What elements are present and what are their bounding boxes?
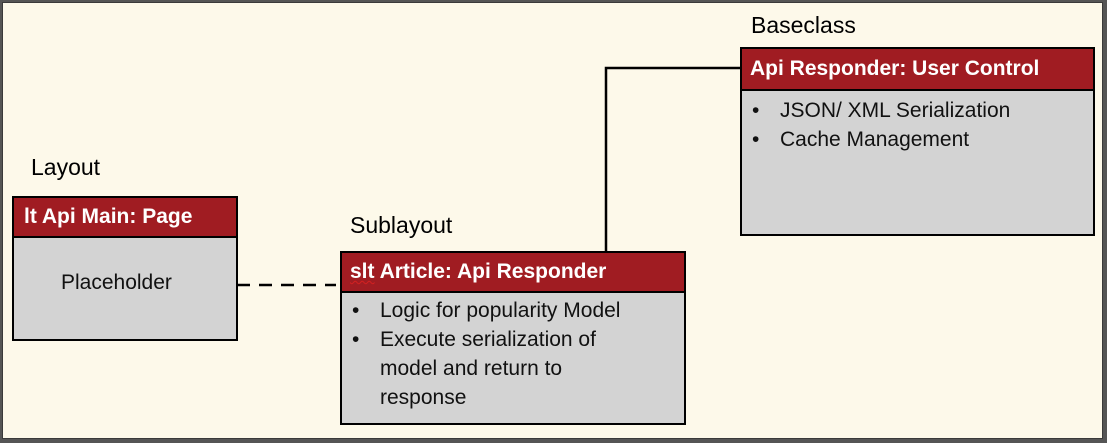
baseclass-bullet-list: JSON/ XML Serialization Cache Management xyxy=(742,91,1093,154)
sublayout-header-rest: Article: Api Responder xyxy=(374,260,607,283)
placeholder-label: Placeholder xyxy=(61,271,172,294)
baseclass-label: Baseclass xyxy=(751,12,856,38)
sublayout-box: slt Article: Api Responder Logic for pop… xyxy=(340,251,686,425)
layout-box-header: lt Api Main: Page xyxy=(14,198,236,238)
list-item: Execute serialization of model and retur… xyxy=(342,325,684,412)
sublayout-box-header: slt Article: Api Responder xyxy=(342,253,684,293)
sublayout-label: Sublayout xyxy=(350,212,453,238)
layout-box: lt Api Main: Page xyxy=(12,196,238,341)
baseclass-box-header: Api Responder: User Control xyxy=(742,49,1093,91)
layout-label: Layout xyxy=(31,154,101,180)
list-item: JSON/ XML Serialization xyxy=(742,96,1093,125)
list-item: Logic for popularity Model xyxy=(342,296,684,325)
solid-connector xyxy=(604,66,740,252)
sublayout-bullet-list: Logic for popularity Model Execute seria… xyxy=(342,293,684,412)
list-item: Cache Management xyxy=(742,125,1093,154)
slt-prefix: slt xyxy=(350,260,375,283)
baseclass-box: Api Responder: User Control JSON/ XML Se… xyxy=(740,47,1095,236)
